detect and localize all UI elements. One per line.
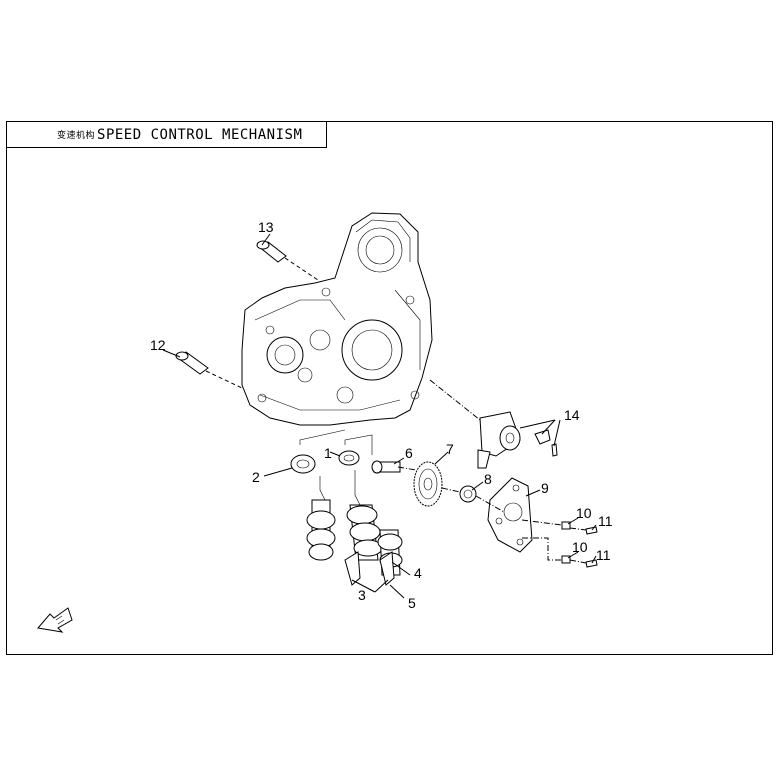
dowel-pin-13 <box>256 240 319 281</box>
callout-13: 13 <box>258 219 274 235</box>
callout-1: 1 <box>324 445 332 461</box>
callout-8: 8 <box>484 471 492 487</box>
shaft-6 <box>371 460 401 474</box>
callout-10b: 10 <box>572 539 588 555</box>
bolts-10-11 <box>561 521 598 568</box>
leader-lines <box>162 233 597 599</box>
gear-shafts-3-4-5 <box>306 499 403 586</box>
callout-2: 2 <box>252 469 260 485</box>
callout-10a: 10 <box>576 505 592 521</box>
assembly-lines <box>299 379 587 564</box>
gear-7 <box>413 461 443 507</box>
bearing-2 <box>290 454 316 474</box>
callout-11b: 11 <box>596 547 611 563</box>
callout-4: 4 <box>414 565 422 581</box>
callout-labels: 1 2 3 4 5 6 7 8 9 10 10 11 11 12 13 14 <box>150 219 613 611</box>
callout-12: 12 <box>150 337 166 353</box>
title-block: 变速机构 SPEED CONTROL MECHANISM <box>6 121 327 148</box>
title-chinese: 变速机构 <box>57 131 96 141</box>
direction-arrow-icon <box>37 607 73 633</box>
callout-6: 6 <box>405 445 413 461</box>
shift-drum-14 <box>477 411 558 469</box>
bearing-1 <box>338 450 360 466</box>
drawing-frame <box>6 121 773 655</box>
cover-plate-9 <box>487 477 533 553</box>
callout-11a: 11 <box>598 513 613 529</box>
dowel-pin-12 <box>175 351 243 389</box>
title-english: SPEED CONTROL MECHANISM <box>97 126 303 143</box>
callout-5: 5 <box>408 595 416 611</box>
callout-9: 9 <box>541 480 549 496</box>
callout-3: 3 <box>358 587 366 603</box>
crankcase <box>241 212 433 426</box>
callout-7: 7 <box>446 441 454 457</box>
callout-14: 14 <box>564 407 580 423</box>
